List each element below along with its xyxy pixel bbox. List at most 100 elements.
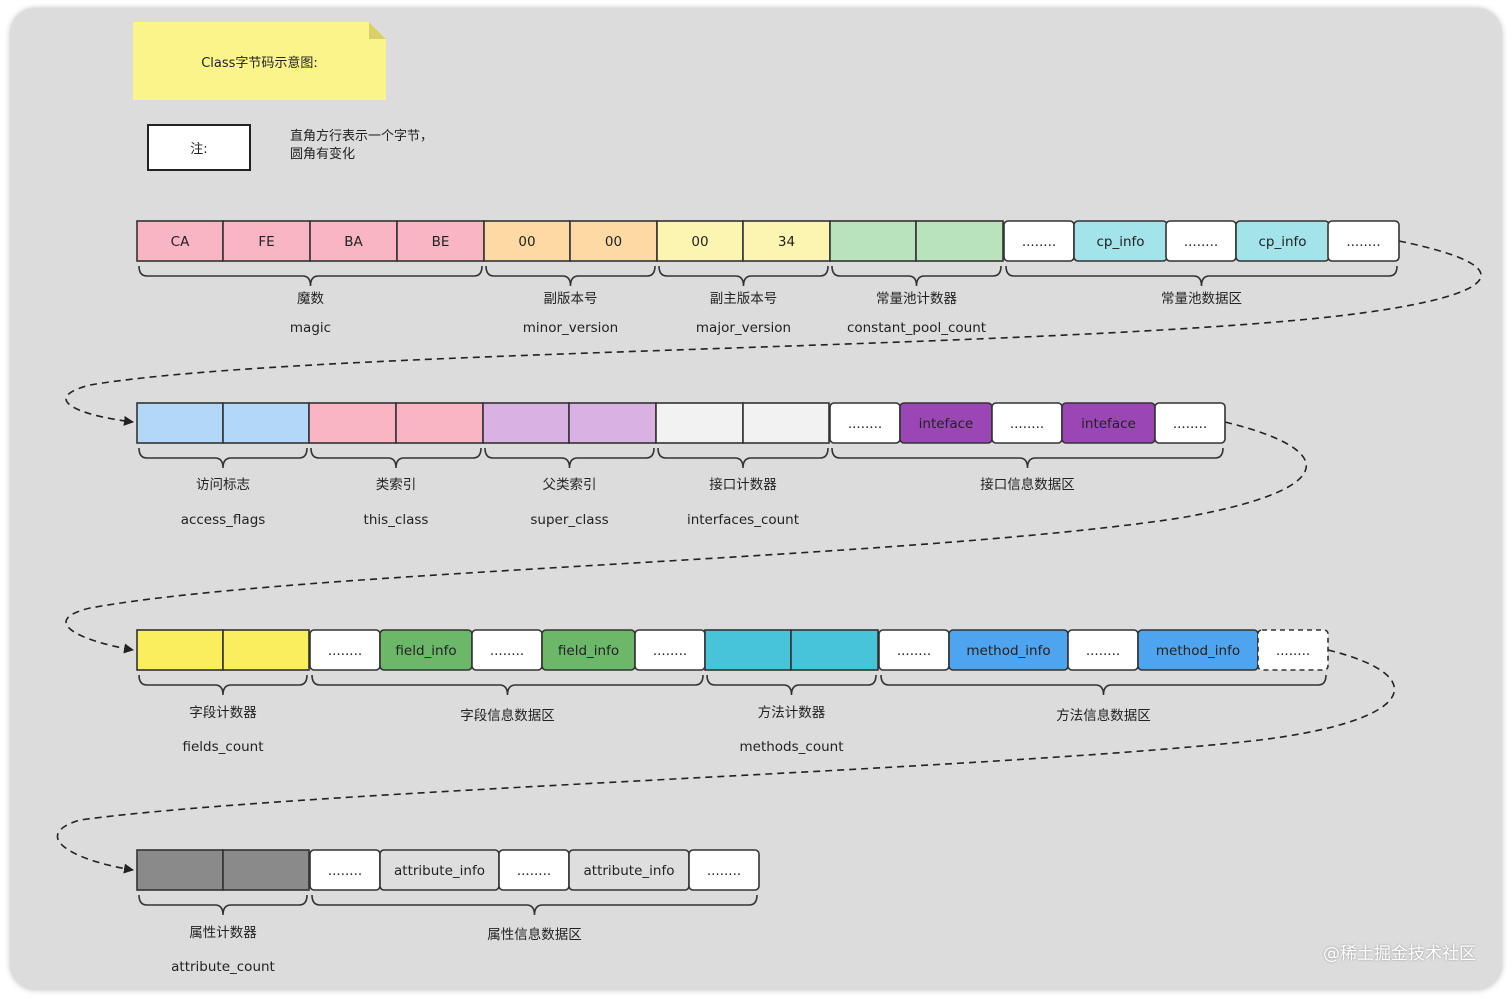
group-brace [831, 447, 1224, 469]
group-brace [138, 674, 308, 696]
field-group: 常量池数据区 [1005, 265, 1398, 307]
byte-cell-box [136, 220, 224, 262]
group-brace [138, 265, 483, 287]
group-field-name: access_flags [181, 512, 266, 528]
group-name: 副主版本号 [710, 291, 778, 307]
byte-cell: ........ [634, 629, 706, 671]
byte-cell-box [222, 220, 311, 262]
group-name: 方法计数器 [758, 705, 826, 721]
field-group: 副主版本号 major_version [658, 265, 829, 336]
byte-cell-box [704, 629, 792, 671]
byte-cell [136, 402, 224, 444]
byte-cell-method_info: method_info [948, 629, 1069, 671]
byte-cell: ........ [829, 402, 901, 444]
byte-cell-text: method_info [966, 643, 1050, 659]
group-brace [831, 265, 1002, 287]
byte-cell-box [742, 402, 830, 444]
field-group: 方法信息数据区 [880, 674, 1327, 724]
byte-cell-text: method_info [1156, 643, 1240, 659]
byte-cell: ........ [1327, 220, 1400, 262]
byte-cell-text: 34 [778, 234, 795, 250]
byte-cell-text: 00 [691, 234, 708, 250]
legend-text: 直角方行表示一个字节，圆角有变化 [290, 129, 434, 162]
byte-cell [136, 849, 224, 891]
group-field-name: minor_version [523, 320, 618, 336]
byte-cell-inteface: inteface [1061, 402, 1156, 444]
group-brace [880, 674, 1327, 696]
byte-cell-box [482, 402, 570, 444]
byte-cell [222, 849, 310, 891]
group-field-name: super_class [530, 512, 608, 528]
byte-cell-text: field_info [558, 643, 619, 659]
byte-cell: ........ [878, 629, 950, 671]
byte-cell-text: ........ [1086, 643, 1120, 659]
byte-cell-box [1257, 629, 1329, 671]
group-brace [311, 674, 704, 696]
byte-cell [915, 220, 1004, 262]
group-brace [658, 265, 829, 287]
byte-cell-CA: CA [136, 220, 224, 262]
byte-cell [829, 220, 917, 262]
byte-cell-box [395, 402, 484, 444]
byte-cell-cp_info: cp_info [1235, 220, 1330, 262]
group-field-name: this_class [364, 512, 429, 528]
byte-cell-text: field_info [395, 643, 456, 659]
byte-cell-box [1327, 220, 1400, 262]
group-name: 副版本号 [544, 291, 598, 307]
byte-cell-text: ........ [707, 863, 741, 879]
byte-cell-text: inteface [919, 416, 974, 432]
byte-cell-text: ........ [653, 643, 687, 659]
group-name: 字段计数器 [189, 705, 257, 721]
group-brace [706, 674, 877, 696]
byte-cell [222, 402, 310, 444]
group-brace [310, 447, 482, 469]
byte-cell: ........ [991, 402, 1063, 444]
byte-cell [136, 629, 224, 671]
byte-cell-text: ........ [328, 643, 362, 659]
byte-row-2: ........inteface........inteface........… [136, 402, 1226, 528]
byte-cell-00: 00 [569, 220, 658, 262]
byte-cell-BE: BE [396, 220, 485, 262]
byte-cell-box [829, 220, 917, 262]
byte-cell-text: ........ [897, 643, 931, 659]
group-name: 常量池数据区 [1161, 291, 1242, 307]
group-field-name: major_version [696, 320, 791, 336]
group-field-name: interfaces_count [687, 512, 799, 528]
byte-cell-box [568, 402, 657, 444]
watermark: @稀土掘金技术社区 [1323, 944, 1476, 964]
byte-cell [742, 402, 830, 444]
byte-cell [655, 402, 744, 444]
group-field-name: attribute_count [171, 959, 275, 975]
legend-box-label: 注: [190, 142, 208, 157]
group-name: 常量池计数器 [876, 291, 957, 307]
byte-cell-box [309, 220, 398, 262]
byte-cell-box [483, 220, 571, 262]
byte-cell-box [915, 220, 1004, 262]
byte-cell-box [655, 402, 744, 444]
connector-row3-row4 [56, 649, 1396, 874]
group-field-name: constant_pool_count [847, 320, 986, 336]
group-brace [1005, 265, 1398, 287]
byte-cell: ........ [471, 629, 543, 671]
diagram-canvas: Class字节码示意图: 注: 直角方行表示一个字节，圆角有变化 @稀土掘金技术… [10, 8, 1502, 990]
byte-cell-text: attribute_info [584, 863, 675, 879]
byte-cell-text: ........ [1276, 643, 1310, 659]
group-brace [484, 447, 655, 469]
byte-cell-text: ........ [1173, 416, 1207, 432]
byte-cell-inteface: inteface [899, 402, 993, 444]
byte-cell-attribute_info: attribute_info [568, 849, 690, 891]
field-group: 副版本号 minor_version [485, 265, 656, 336]
byte-cell-text: ........ [490, 643, 524, 659]
group-name: 类索引 [376, 477, 417, 493]
byte-cell-text: ........ [517, 863, 551, 879]
group-name: 属性计数器 [189, 925, 257, 941]
field-group: 属性信息数据区 [311, 894, 758, 943]
connector-row2-row3 [65, 421, 1308, 654]
byte-cell-34: 34 [742, 220, 831, 262]
byte-cell: ........ [498, 849, 570, 891]
byte-cell-box [790, 629, 879, 671]
